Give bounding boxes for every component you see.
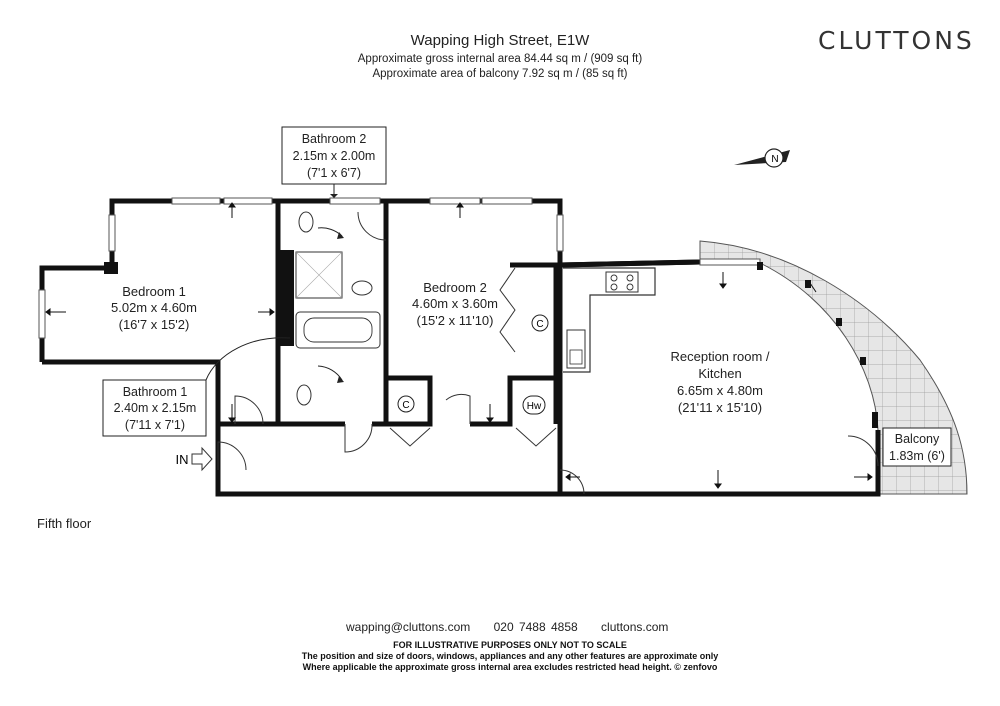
bedroom2-name: Bedroom 2 [423,280,487,295]
bathtub [295,311,381,349]
bathroom1-name: Bathroom 1 [123,385,188,399]
bathroom2-name: Bathroom 2 [302,132,367,146]
reception-metric: 6.65m x 4.80m [677,383,763,398]
balcony-label-box [882,427,952,467]
contact-phone[interactable]: 020 7488 4858 [493,620,578,634]
balcony-area-text: Approximate area of balcony 7.92 sq m / … [372,68,628,80]
contact-email[interactable]: wapping@cluttons.com [346,620,471,634]
gross-area-text: Approximate gross internal area 84.44 sq… [357,53,643,65]
bathroom1-imperial: (7'11 x 7'1) [125,418,185,432]
kitchen-counter [563,267,656,373]
compass-north-label: N [771,154,778,165]
bedroom1-metric: 5.02m x 4.60m [111,300,197,315]
contact-website[interactable]: cluttons.com [601,620,669,634]
bedroom2-imperial: (15'2 x 11'10) [417,313,494,328]
balcony-size: 1.83m (6') [889,449,945,463]
compass-icon [734,148,790,168]
bathroom1-metric: 2.40m x 2.15m [114,401,197,415]
entrance-arrow [191,446,213,472]
reception-imperial: (21'11 x 15'10) [678,400,762,415]
bathroom2-metric: 2.15m x 2.00m [293,149,376,163]
contact-line: wapping@cluttons.com 020 7488 4858 clutt… [346,620,686,634]
bathroom2-imperial: (7'1 x 6'7) [307,166,361,180]
reception-name: Reception room / [671,349,770,364]
bedroom1-imperial: (16'7 x 15'2) [119,317,190,332]
hot-water-label: Hw [527,401,542,412]
disclaimer-line-2: The position and size of doors, windows,… [301,651,719,661]
brand-logo: CLUTTONS [818,26,975,55]
cupboard-label: C [536,319,543,330]
reception-name-2: Kitchen [698,366,741,381]
disclaimer-line-1: FOR ILLUSTRATIVE PURPOSES ONLY NOT TO SC… [393,640,627,650]
cupboard-label-2: C [402,400,409,411]
disclaimer-line-3: Where applicable the approximate gross i… [302,662,718,672]
wall-column [278,250,294,346]
bathroom2-label-box [281,126,387,185]
shower-tray [295,251,343,299]
property-title: Wapping High Street, E1W [410,32,590,49]
bedroom1-name: Bedroom 1 [122,284,186,299]
entrance-label: IN [176,452,189,467]
balcony-name: Balcony [895,432,940,446]
bedroom2-metric: 4.60m x 3.60m [412,296,498,311]
bathroom1-label-box [102,379,207,437]
floor-label: Fifth floor [37,516,92,531]
